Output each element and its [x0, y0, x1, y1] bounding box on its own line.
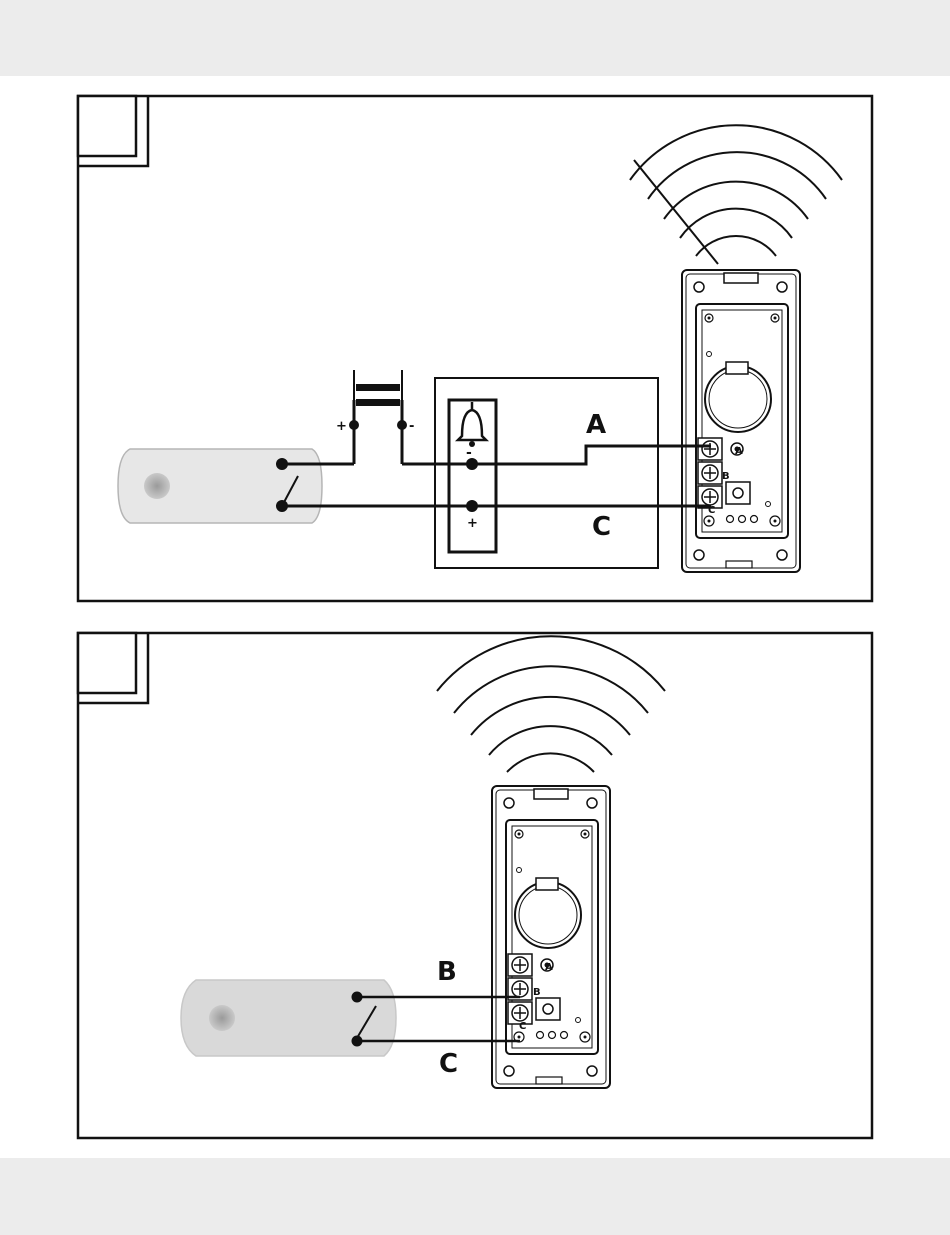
wire-label-c: C: [592, 512, 611, 542]
figure-2-number-box: [78, 633, 136, 693]
transformer-minus-label: -: [409, 419, 414, 434]
radio-waves-icon: [437, 636, 665, 772]
transformer-plus-label: +: [336, 419, 347, 434]
transmitter-unit: [492, 786, 610, 1088]
push-button-screw-hole: [144, 473, 170, 499]
wire-label-c: C: [439, 1049, 458, 1079]
transmitter-unit: [682, 270, 800, 572]
figure-1-number-box: [78, 96, 136, 156]
chime-plus-label: +: [467, 516, 478, 531]
terminal-mark-c: C: [519, 1021, 526, 1032]
radio-waves-icon: [630, 125, 842, 264]
figure-1-panel: + - - + A B C A C: [78, 96, 872, 601]
wire-label-a: A: [586, 410, 606, 440]
push-button-screw-hole: [209, 1005, 235, 1031]
terminal-mark-a: A: [735, 446, 743, 457]
wire-label-b: B: [437, 957, 457, 987]
chime-housing: [435, 378, 658, 568]
terminal-mark-a: A: [545, 962, 553, 973]
transformer-icon: [349, 370, 407, 464]
bell-icon: [458, 402, 486, 447]
figure-2-panel: A B C B C: [78, 633, 872, 1138]
terminal-mark-b: B: [533, 987, 541, 998]
terminal-mark-b: B: [722, 471, 730, 482]
